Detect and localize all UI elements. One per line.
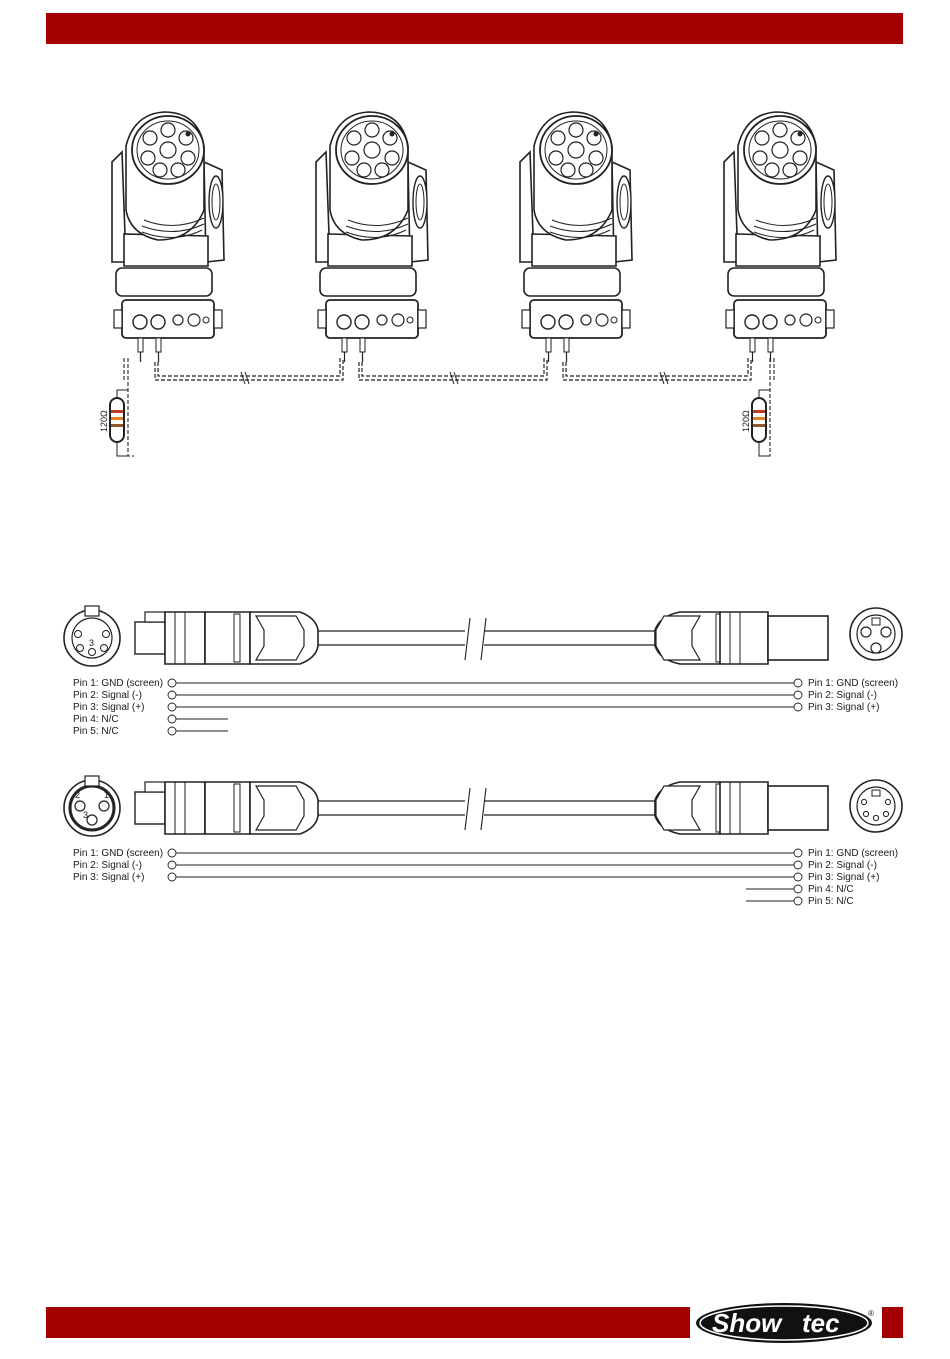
pin-label: Pin 3: Signal (+) — [808, 702, 879, 713]
pin-label: Pin 3: Signal (+) — [73, 702, 144, 713]
cable-1-pin-wiring — [168, 679, 802, 735]
pin-label: Pin 2: Signal (-) — [73, 690, 142, 701]
pin-label: Pin 2: Signal (-) — [73, 860, 142, 871]
pin-label: Pin 1: GND (screen) — [73, 848, 163, 859]
pin-label: Pin 2: Signal (-) — [808, 690, 877, 701]
cable-2-pin-wiring — [168, 849, 802, 905]
pin-label: Pin 1: GND (screen) — [73, 678, 163, 689]
cable-2-right-labels: Pin 1: GND (screen) Pin 2: Signal (-) Pi… — [808, 848, 898, 907]
pin-label: Pin 3: Signal (+) — [73, 872, 144, 883]
cable-2-left-labels: Pin 1: GND (screen) Pin 2: Signal (-) Pi… — [73, 848, 163, 883]
pin-number-1: 1 — [104, 790, 109, 800]
cable-1-right-labels: Pin 1: GND (screen) Pin 2: Signal (-) Pi… — [808, 678, 898, 713]
pin-label: Pin 3: Signal (+) — [808, 872, 879, 883]
pin-label: Pin 2: Signal (-) — [808, 860, 877, 871]
showtec-logo: Show tec ® — [690, 1298, 882, 1348]
cable-1-left-labels: Pin 1: GND (screen) Pin 2: Signal (-) Pi… — [73, 678, 163, 737]
pin-label: Pin 4: N/C — [808, 884, 854, 895]
right-connector-face — [850, 608, 902, 660]
cable-3pin-to-5pin: 2 1 3 — [64, 776, 902, 836]
pin-label: Pin 1: GND (screen) — [808, 848, 898, 859]
pin-number-3: 3 — [89, 638, 94, 648]
logo-text-show: Show — [712, 1308, 783, 1338]
pin-number-2: 2 — [75, 790, 80, 800]
pin-label: Pin 5: N/C — [808, 896, 854, 907]
right-connector-face — [850, 780, 902, 832]
pin-label: Pin 1: GND (screen) — [808, 678, 898, 689]
pin-label: Pin 5: N/C — [73, 726, 119, 737]
registered-mark: ® — [868, 1309, 874, 1318]
left-connector-face: 2 1 3 — [64, 776, 120, 836]
cable-3pin-to-3pin: 3 — [64, 606, 902, 666]
left-connector-face: 3 — [64, 606, 120, 666]
pin-label: Pin 4: N/C — [73, 714, 119, 725]
logo-text-tec: tec — [802, 1308, 840, 1338]
pin-number-3: 3 — [83, 810, 88, 820]
